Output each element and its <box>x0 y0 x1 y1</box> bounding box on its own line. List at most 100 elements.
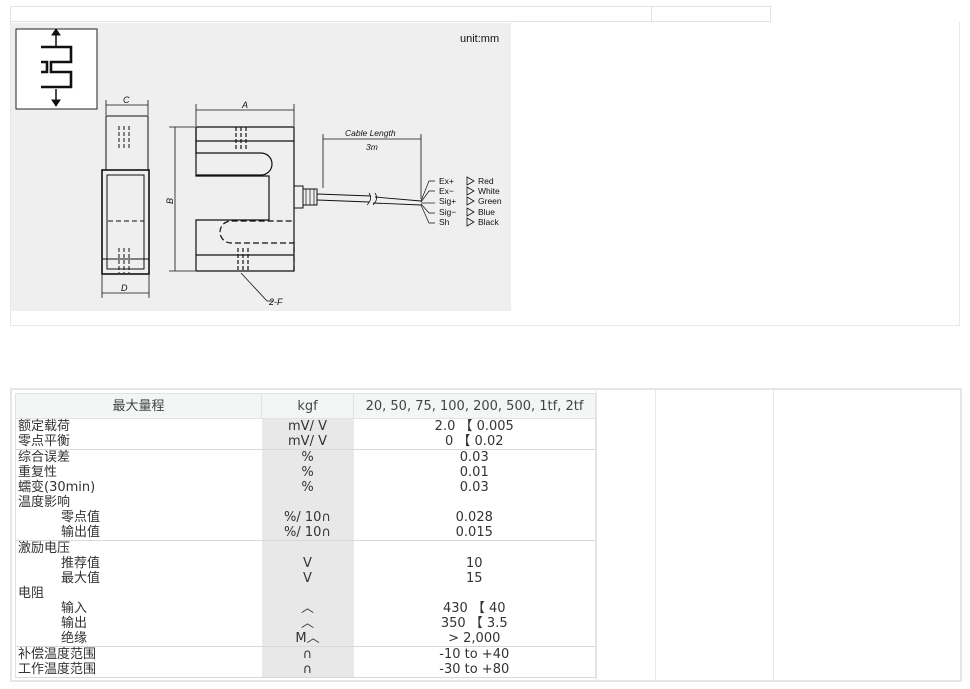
arrow-icon <box>466 196 475 206</box>
spec-unit: % <box>261 480 354 495</box>
spec-value: > 2,000 <box>353 631 596 647</box>
wire-signal: Ex− <box>439 186 454 196</box>
spec-value: 15 <box>353 571 596 586</box>
arrow-icon <box>466 186 475 196</box>
cable-length-value: 3m <box>366 142 378 152</box>
spec-unit: M︿ <box>261 631 354 647</box>
spec-label: 推荐值 <box>15 556 262 571</box>
wire-color: White <box>478 186 500 196</box>
dim-c-label: C <box>123 95 130 105</box>
wire-color: Red <box>478 176 494 186</box>
spec-value <box>353 495 596 510</box>
spec-value: 0.028 <box>353 510 596 525</box>
spec-value: 10 <box>353 556 596 571</box>
spec-header-unit: kgf <box>261 393 354 419</box>
spec-frame-divider <box>773 390 774 680</box>
dim-f-label: 2-F <box>268 297 283 307</box>
cable-length-label: Cable Length <box>345 128 396 138</box>
spec-unit: %/ 10∩ <box>261 525 354 541</box>
spec-label: 工作温度范围 <box>15 662 262 678</box>
table-row: 输出值%/ 10∩0.015 <box>15 525 596 541</box>
spec-unit <box>261 586 354 601</box>
unit-label: unit:mm <box>460 33 499 45</box>
table-row: 蠕变(30min)%0.03 <box>15 480 596 495</box>
spec-label: 蠕变(30min) <box>15 480 262 495</box>
table-row: 输入︿430 【 40 <box>15 601 596 616</box>
wire-legend: Ex+ Ex− Sig+ Sig− Sh Red White Green Blu… <box>439 176 502 227</box>
dim-b-label: B <box>165 198 175 204</box>
table-row: 电阻 <box>15 586 596 601</box>
top-strip-divider <box>651 7 652 21</box>
spec-label: 温度影响 <box>15 495 262 510</box>
spec-value: 0.015 <box>353 525 596 541</box>
table-row: 工作温度范围∩-30 to +80 <box>15 662 596 678</box>
spec-unit: % <box>261 465 354 480</box>
spec-label: 输出值 <box>15 525 262 541</box>
spec-value: 0.03 <box>353 480 596 495</box>
spec-header-row: 最大量程 kgf 20, 50, 75, 100, 200, 500, 1tf,… <box>15 393 596 419</box>
spec-value: 0.03 <box>353 449 596 465</box>
dim-d-label: D <box>121 283 128 293</box>
wire-color: Blue <box>478 207 495 217</box>
table-row: 激励电压 <box>15 540 596 556</box>
spec-label: 输入 <box>15 601 262 616</box>
spec-table: 最大量程 kgf 20, 50, 75, 100, 200, 500, 1tf,… <box>15 393 596 678</box>
spec-unit: ∩ <box>261 646 354 662</box>
spec-unit: mV/ V <box>261 418 354 434</box>
spec-value: -30 to +80 <box>353 662 596 678</box>
spec-unit: %/ 10∩ <box>261 510 354 525</box>
spec-label: 补偿温度范围 <box>15 646 262 662</box>
spec-label: 输出 <box>15 616 262 631</box>
spec-value: 350 【 3.5 <box>353 616 596 631</box>
wire-signal: Ex+ <box>439 176 454 186</box>
dimension-drawing: unit:mm C D <box>11 23 511 311</box>
spec-label: 综合误差 <box>15 449 262 465</box>
spec-unit: % <box>261 449 354 465</box>
wire-signal: Sh <box>439 217 450 227</box>
spec-unit <box>261 540 354 556</box>
spec-unit: ︿ <box>261 616 354 631</box>
wire-signal: Sig− <box>439 207 456 217</box>
spec-label: 最大值 <box>15 571 262 586</box>
spec-header-label: 最大量程 <box>15 393 262 419</box>
arrow-icon <box>466 207 475 217</box>
spec-value: 0 【 0.02 <box>353 434 596 450</box>
spec-label: 零点平衡 <box>15 434 262 450</box>
spec-frame <box>10 388 962 682</box>
spec-frame-divider <box>596 390 597 680</box>
spec-label: 额定载荷 <box>15 418 262 434</box>
arrow-icon <box>466 217 475 227</box>
side-view <box>101 100 150 298</box>
wire-color: Black <box>478 217 500 227</box>
spec-label: 激励电压 <box>15 540 262 556</box>
spec-unit: V <box>261 571 354 586</box>
table-row: 温度影响 <box>15 495 596 510</box>
front-view <box>169 104 435 302</box>
spec-value <box>353 540 596 556</box>
spec-unit: V <box>261 556 354 571</box>
spec-unit: ︿ <box>261 601 354 616</box>
spec-unit: ∩ <box>261 662 354 678</box>
table-row: 补偿温度范围∩-10 to +40 <box>15 646 596 662</box>
arrow-icon <box>466 176 475 186</box>
table-row: 综合误差%0.03 <box>15 449 596 465</box>
table-row: 重复性%0.01 <box>15 465 596 480</box>
spec-value: 2.0 【 0.005 <box>353 418 596 434</box>
spec-frame-divider <box>655 390 656 680</box>
spec-label: 重复性 <box>15 465 262 480</box>
drawing-frame <box>10 22 960 326</box>
wire-color: Green <box>478 196 502 206</box>
spec-value: 0.01 <box>353 465 596 480</box>
spec-unit <box>261 495 354 510</box>
spec-value <box>353 586 596 601</box>
wire-signal: Sig+ <box>439 196 456 206</box>
spec-value: 430 【 40 <box>353 601 596 616</box>
spec-unit: mV/ V <box>261 434 354 450</box>
spec-header-value: 20, 50, 75, 100, 200, 500, 1tf, 2tf <box>353 393 596 419</box>
spec-label: 零点值 <box>15 510 262 525</box>
